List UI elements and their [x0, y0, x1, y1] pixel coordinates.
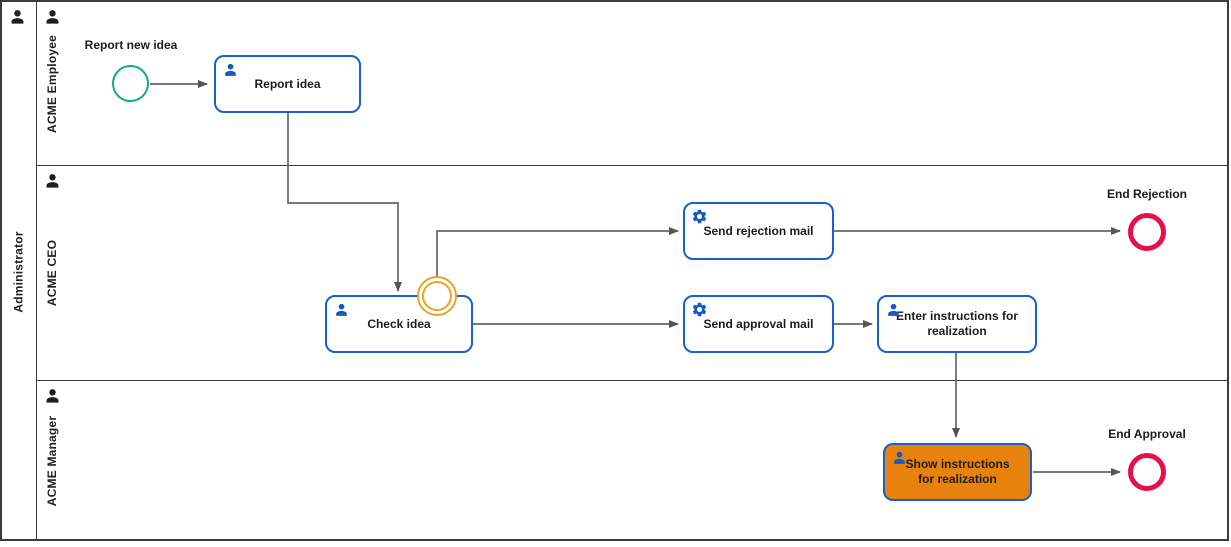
start-event[interactable]: [112, 65, 149, 102]
lane-manager-person-icon: [43, 386, 62, 405]
task-label: Show instructions for realization: [905, 457, 1010, 486]
task-label: Send rejection mail: [703, 223, 814, 238]
task-send-approval-mail[interactable]: Send approval mail: [683, 295, 834, 353]
end-rejection-event[interactable]: [1128, 213, 1166, 251]
task-report-idea[interactable]: Report idea: [214, 55, 361, 113]
lane-employee-person-icon: [43, 7, 62, 26]
end-rejection-label: End Rejection: [1106, 187, 1187, 201]
task-label: Enter instructions for realization: [895, 309, 1018, 338]
start-event-label: Report new idea: [84, 38, 178, 52]
user-task-icon: [222, 61, 239, 78]
lane-divider: [37, 165, 1228, 166]
user-task-icon: [891, 449, 908, 466]
lane-divider: [37, 380, 1228, 381]
task-label: Check idea: [367, 316, 431, 331]
boundary-event[interactable]: [417, 276, 457, 316]
flow-boundary-to-send-rejection-mail[interactable]: [436, 227, 679, 276]
end-approval-event[interactable]: [1128, 453, 1166, 491]
pool-label-divider: [36, 2, 37, 541]
pool-person-icon: [8, 7, 27, 26]
flow-report-idea-to-check-idea[interactable]: [287, 113, 402, 292]
task-enter-instructions[interactable]: Enter instructions for realization: [877, 295, 1037, 353]
user-task-icon: [333, 301, 350, 318]
task-label: Send approval mail: [703, 316, 814, 331]
task-show-instructions[interactable]: Show instructions for realization: [883, 443, 1032, 501]
task-send-rejection-mail[interactable]: Send rejection mail: [683, 202, 834, 260]
lane-ceo-person-icon: [43, 171, 62, 190]
user-task-icon: [885, 301, 902, 318]
service-task-gear-icon: [691, 208, 708, 225]
task-check-idea[interactable]: Check idea: [325, 295, 473, 353]
service-task-gear-icon: [691, 301, 708, 318]
end-approval-label: End Approval: [1108, 427, 1186, 441]
task-label: Report idea: [254, 76, 321, 91]
